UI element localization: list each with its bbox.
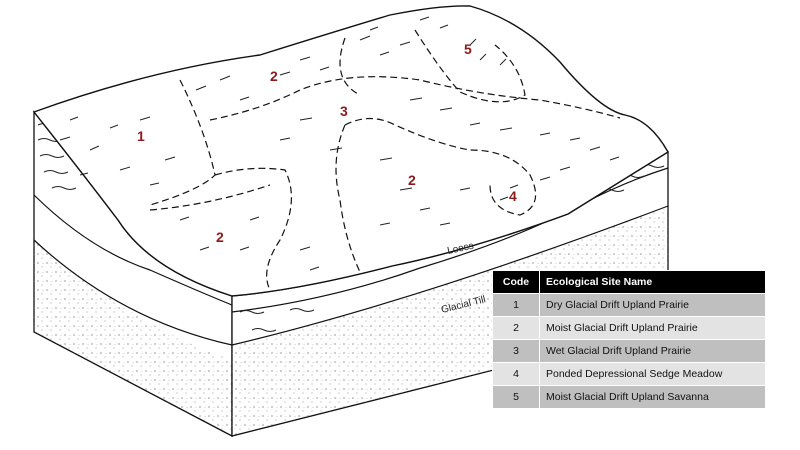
legend-code: 3 — [492, 339, 540, 363]
legend-header-name: Ecological Site Name — [539, 270, 766, 294]
zone-label-1: 1 — [137, 128, 145, 144]
zone-label-5: 5 — [464, 41, 472, 57]
right-till-stipple — [232, 206, 668, 436]
legend-site-name: Ponded Depressional Sedge Meadow — [539, 362, 766, 386]
legend-row: 5 Moist Glacial Drift Upland Savanna — [492, 385, 766, 409]
legend-site-name: Moist Glacial Drift Upland Savanna — [539, 385, 766, 409]
legend-row: 2 Moist Glacial Drift Upland Prairie — [492, 316, 766, 340]
legend-header-row: Code Ecological Site Name — [492, 270, 766, 294]
legend-site-name: Moist Glacial Drift Upland Prairie — [539, 316, 766, 340]
till-boundary-front — [33, 239, 233, 346]
zone-label-4: 4 — [509, 188, 517, 204]
legend-code: 2 — [492, 316, 540, 340]
legend-code: 4 — [492, 362, 540, 386]
top-surface — [32, 5, 669, 297]
zone-label-2-north: 2 — [270, 68, 278, 84]
legend-row: 3 Wet Glacial Drift Upland Prairie — [492, 339, 766, 363]
legend-header-code: Code — [492, 270, 540, 294]
loess-boundary-right — [231, 167, 669, 313]
legend-site-name: Wet Glacial Drift Upland Prairie — [539, 339, 766, 363]
zone-label-3: 3 — [340, 103, 348, 119]
zone-label-2-center: 2 — [408, 172, 416, 188]
legend-row: 4 Ponded Depressional Sedge Meadow — [492, 362, 766, 386]
legend-code: 5 — [492, 385, 540, 409]
loess-boundary-front — [33, 194, 233, 306]
zone-boundaries — [149, 29, 621, 291]
legend-code: 1 — [492, 293, 540, 317]
front-till-stipple — [34, 240, 232, 436]
legend-site-name: Dry Glacial Drift Upland Prairie — [539, 293, 766, 317]
loess-label: Loess — [446, 241, 474, 257]
surface-hatching — [59, 16, 620, 271]
till-boundary-right — [231, 205, 669, 346]
zone-label-2-south: 2 — [216, 229, 224, 245]
legend-row: 1 Dry Glacial Drift Upland Prairie — [492, 293, 766, 317]
legend-table: Code Ecological Site Name 1 Dry Glacial … — [492, 270, 766, 409]
